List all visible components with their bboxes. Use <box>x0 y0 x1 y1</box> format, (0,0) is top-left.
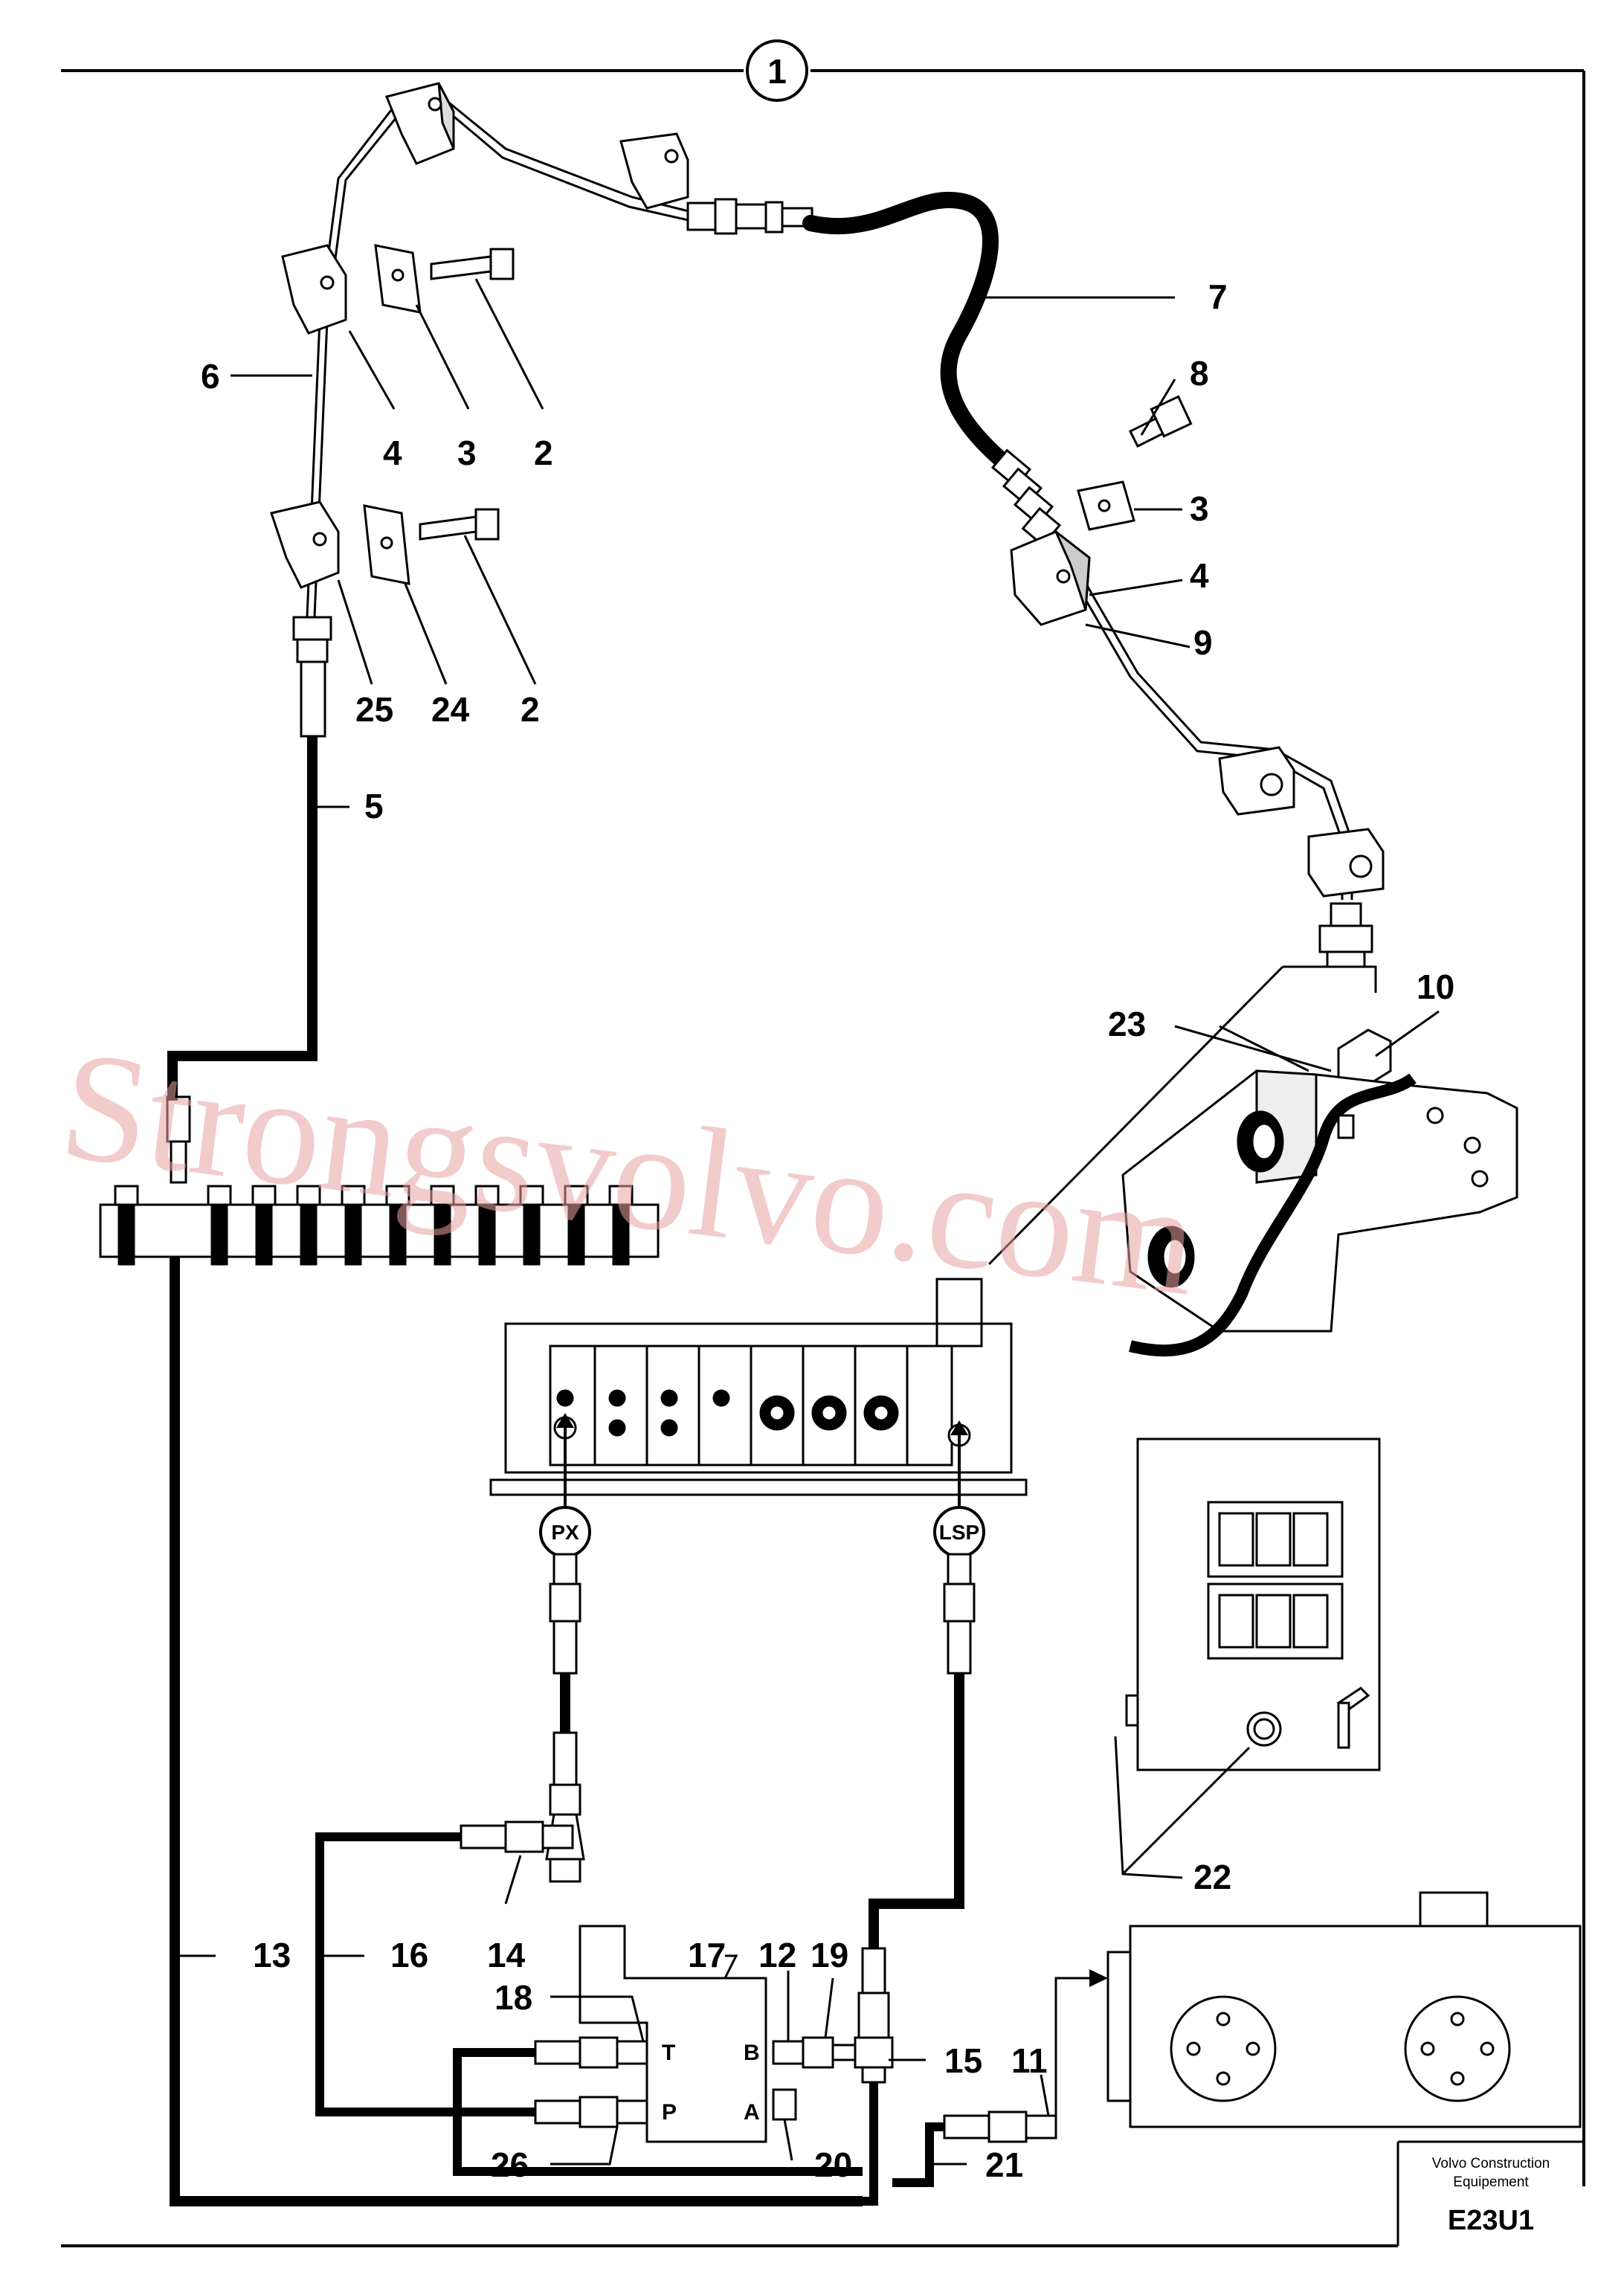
pump-unit <box>1106 1891 1582 2128</box>
callout-20: 20 <box>814 2145 852 2184</box>
hose-7 <box>802 191 1062 547</box>
drawing-code: E23U1 <box>1448 2205 1534 2236</box>
callout-22: 22 <box>1193 1858 1231 1896</box>
px-port: PX <box>539 1413 591 1558</box>
valve-port-b: B <box>744 2041 760 2065</box>
control-valve <box>489 1278 1028 1496</box>
pipe-6-assembly <box>292 95 813 738</box>
callout-7: 7 <box>1208 277 1228 316</box>
hose-lsp <box>869 1673 964 1948</box>
valve-port-a: A <box>744 2100 760 2125</box>
callout-13: 13 <box>253 1936 291 1974</box>
hose-16 <box>315 1832 535 2116</box>
callout-2-upper-left: 2 <box>534 434 553 472</box>
callout-12: 12 <box>758 1936 796 1974</box>
callout-15: 15 <box>944 2041 982 2080</box>
bracket-23 <box>1121 1069 1518 1357</box>
leader-lines <box>175 278 1440 2166</box>
callout-3-upper-left: 3 <box>457 434 477 472</box>
hose-13 <box>170 1257 863 2206</box>
stamp-company-line1: Volvo Construction <box>1432 2156 1550 2171</box>
hose-13-return <box>863 2082 878 2206</box>
callout-19: 19 <box>811 1936 848 1974</box>
callout-17: 17 <box>688 1936 726 1974</box>
valve-port-p: P <box>662 2100 677 2125</box>
callout-8: 8 <box>1190 354 1209 393</box>
switch-panel-22 <box>1125 1437 1381 1771</box>
brake-valve-17 <box>579 1925 767 2143</box>
callout-23: 23 <box>1108 1005 1146 1043</box>
sheet-frame <box>61 69 1585 2247</box>
hose-5 <box>167 736 318 1101</box>
pump-pointer <box>1054 1969 1108 2116</box>
callout-14: 14 <box>487 1936 526 1974</box>
watermark: Strongsvolvo.com <box>53 1018 1206 1328</box>
callout-labels: 7 6 4 3 2 8 3 4 9 25 24 2 5 10 23 22 13 … <box>201 277 1454 2184</box>
callout-4-upper-left: 4 <box>383 434 402 472</box>
callout-21: 21 <box>985 2145 1023 2184</box>
clamp-blocks-upper <box>270 82 689 589</box>
callout-9: 9 <box>1193 623 1213 662</box>
section-marker: 1 <box>746 39 808 102</box>
stamp-company-line2: Equipement <box>1453 2174 1529 2190</box>
hose-tee-return <box>453 2048 863 2176</box>
callout-5: 5 <box>364 787 384 825</box>
px-label: PX <box>551 1521 579 1544</box>
callout-2-lower-left: 2 <box>521 690 540 729</box>
lsp-label: LSP <box>939 1521 979 1544</box>
callout-4-right: 4 <box>1190 556 1209 595</box>
manifold-bar <box>99 1095 660 1266</box>
callout-16: 16 <box>390 1936 428 1974</box>
callout-24: 24 <box>431 690 470 729</box>
title-stamp: Volvo Construction Equipement E23U1 <box>1432 2156 1550 2236</box>
callout-18: 18 <box>494 1978 532 2017</box>
callout-10: 10 <box>1417 967 1454 1006</box>
callout-6: 6 <box>201 357 220 396</box>
callout-26: 26 <box>491 2145 529 2184</box>
hose-21 <box>892 2122 944 2187</box>
callout-3-right: 3 <box>1190 489 1209 528</box>
callout-25: 25 <box>355 690 393 729</box>
section-number: 1 <box>767 52 787 91</box>
pipe-9-assembly <box>1010 395 1392 1091</box>
hose-fittings <box>460 1553 1057 2143</box>
valve-port-t: T <box>662 2041 675 2065</box>
callout-11: 11 <box>1011 2041 1048 2080</box>
lsp-port: LSP <box>933 1420 985 1558</box>
